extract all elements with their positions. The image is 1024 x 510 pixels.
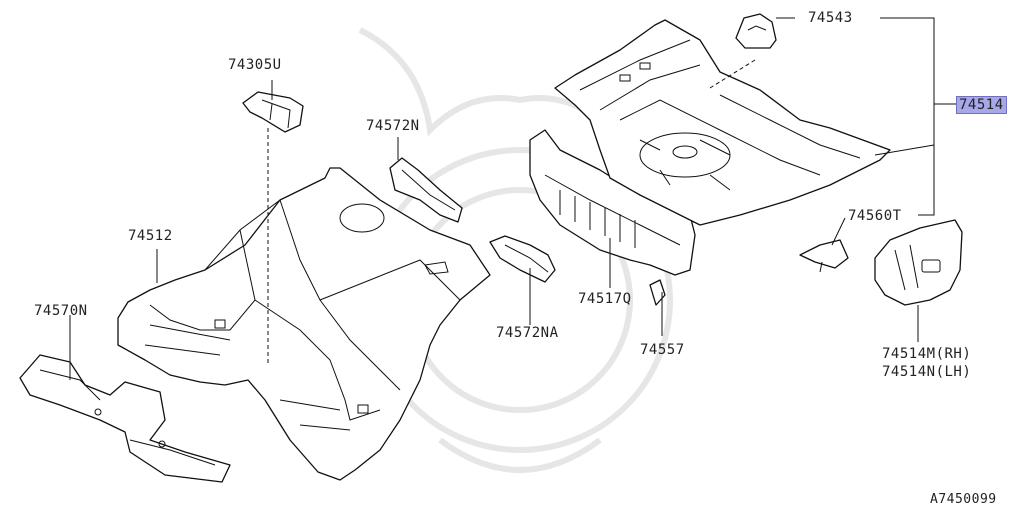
part-74557-bracket[interactable]	[649, 279, 666, 306]
label-74557[interactable]: 74557	[640, 342, 685, 358]
label-74570N[interactable]: 74570N	[34, 303, 88, 319]
label-74517Q[interactable]: 74517Q	[578, 291, 632, 307]
part-74514-rear-floor[interactable]	[554, 19, 891, 226]
watermark-emblem	[358, 27, 682, 473]
part-74517Q-rear-panel[interactable]	[529, 129, 696, 276]
part-74514M-side-panel[interactable]	[874, 219, 963, 306]
part-74305U-bracket[interactable]	[242, 91, 304, 133]
label-74543[interactable]: 74543	[808, 10, 853, 26]
part-74572N-bracket[interactable]	[389, 157, 463, 223]
leader-lines	[69, 17, 956, 380]
label-74305U[interactable]: 74305U	[228, 57, 282, 73]
part-74572NA-bracket[interactable]	[489, 235, 556, 283]
part-74570N-bracket[interactable]	[19, 354, 231, 483]
label-74514N[interactable]: 74514N(LH)	[882, 364, 972, 380]
label-74560T[interactable]: 74560T	[848, 208, 902, 224]
part-74560T-bracket[interactable]	[799, 239, 849, 273]
label-74572N[interactable]: 74572N	[366, 118, 420, 134]
label-74572NA[interactable]: 74572NA	[496, 325, 559, 341]
label-74512[interactable]: 74512	[128, 228, 173, 244]
part-74512-rear-floor[interactable]	[117, 167, 491, 481]
label-74514-highlighted[interactable]: 74514	[956, 96, 1007, 114]
part-74543-mount[interactable]	[735, 13, 777, 49]
diagram-code: A7450099	[930, 492, 997, 507]
label-74514M[interactable]: 74514M(RH)	[882, 346, 972, 362]
